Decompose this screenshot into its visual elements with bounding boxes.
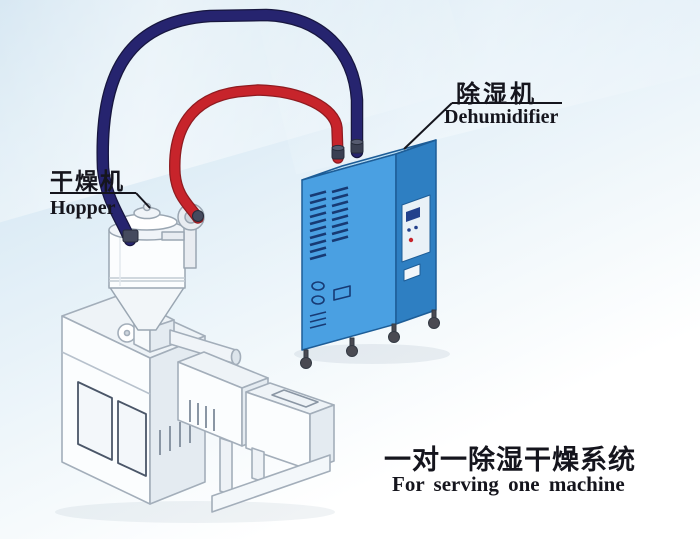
dehumidifier-cabinet — [300, 139, 440, 369]
dehumidifier-leader-line — [403, 102, 453, 150]
cabinet-doors — [77, 381, 147, 477]
hopper-label-zh: 干燥机 — [50, 169, 125, 195]
label-leader-lines — [50, 102, 562, 209]
navy-dry-air-pipe — [97, 10, 362, 245]
control-panel — [401, 194, 431, 282]
base-rail — [211, 454, 331, 513]
pipe-fittings — [122, 138, 364, 243]
hopper-label-en: Hopper — [50, 197, 116, 219]
caption-zh: 一对一除湿干燥系统 — [384, 445, 636, 476]
front-gauges — [309, 281, 351, 329]
casters — [300, 309, 440, 369]
hopper-leader-line — [135, 192, 151, 209]
machine-leg — [219, 437, 233, 496]
vent-grille — [309, 186, 349, 261]
caption-en: For serving one machine — [392, 472, 625, 496]
dehumidifier-label-zh: 除湿机 — [456, 80, 537, 108]
red-return-air-pipe — [170, 85, 343, 223]
dehumidifier-shadow — [294, 344, 450, 364]
hatch-outline — [271, 389, 319, 408]
loader-pipe — [183, 227, 197, 269]
machine-shadow — [55, 501, 335, 523]
machine-leg — [251, 447, 265, 483]
dehumidifier-label-en: Dehumidifier — [444, 106, 559, 128]
extruder-machine — [61, 295, 335, 513]
gearbox-vents — [189, 400, 215, 431]
